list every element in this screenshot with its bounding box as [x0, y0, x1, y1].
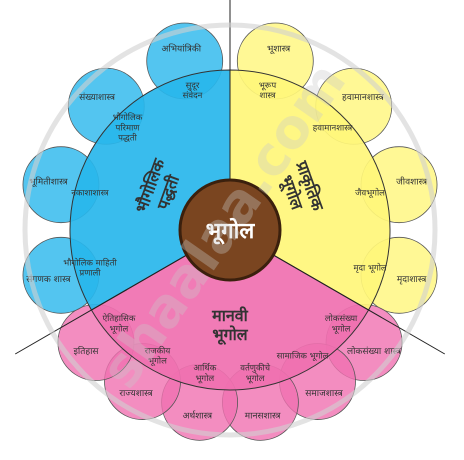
petal-inner-label-physical-0-line: भूरूप [259, 81, 277, 91]
petal-inner-label-techniques-2-line: परिमाण [116, 122, 141, 133]
petal-inner-label-human-5-line: भूगोल [110, 323, 129, 334]
petal-inner-label-techniques-1: नकाशाशास्त्र [71, 188, 109, 198]
sector-title-human: मानवीभूगोल [211, 306, 249, 345]
petal-inner-label-human-3-line: आर्थिक [193, 363, 216, 374]
petal-outer-label-techniques-0-line: संगणक शास्त्र [26, 274, 71, 285]
petal-outer-label-human-0: लोकसंख्या शास्त्र [347, 345, 402, 357]
petal-outer-label-human-0-line: लोकसंख्या शास्त्र [347, 345, 402, 357]
petal-outer-label-techniques-2-line: संख्याशास्त्र [79, 92, 116, 103]
petal-outer-label-physical-0: भूशास्त्र [267, 45, 291, 55]
petal-outer-label-human-1-line: समाजशास्त्र [305, 389, 343, 399]
petal-outer-label-human-3-line: अर्थशास्त्र [183, 409, 214, 421]
petal-outer-label-human-2: मानसशास्त्र [245, 411, 282, 421]
petal-outer-label-techniques-3: अभियांत्रिकी [162, 43, 202, 55]
center-label: भूगोल [206, 217, 256, 245]
petal-inner-label-physical-3: मृदा भूगोल [353, 263, 386, 274]
petal-outer-label-physical-3-line: मृदाशास्त्र [397, 275, 427, 285]
sector-title-human-line: मानवी [211, 306, 248, 325]
petal-inner-label-physical-1: हवामानशास्त्र [313, 123, 353, 133]
petal-outer-label-physical-2-line: जीवशास्त्र [396, 175, 428, 187]
petal-outer-label-techniques-1: भूमितीशास्त्र [29, 175, 68, 187]
petal-inner-label-techniques-0-line: प्रणाली [79, 268, 101, 279]
watermark-ring [22, 22, 438, 438]
labels-layer: प्राकृतिकभूगोलमानवीभूगोलभौगोलिकपद्धतीभूश… [26, 43, 428, 422]
petal-outer-label-physical-1: हवामानशास्त्र [342, 93, 385, 103]
petal-inner-label-techniques-3-line: सुदूर [186, 81, 200, 91]
petal-inner-label-techniques-1-line: नकाशाशास्त्र [71, 188, 109, 198]
petal-inner-label-human-1: सामाजिक भूगोल [277, 351, 329, 362]
petal-inner-label-human-0-line: भूगोल [332, 323, 351, 334]
petal-outer-label-techniques-1-line: भूमितीशास्त्र [29, 175, 68, 187]
petal-outer-label-physical-2: जीवशास्त्र [396, 175, 428, 187]
petal-inner-label-techniques-3-line: संवेदन [183, 90, 203, 101]
petal-outer-label-techniques-0: संगणक शास्त्र [26, 274, 71, 285]
petal-outer-label-human-5-line: इतिहास [73, 345, 99, 357]
petal-outer-label-physical-3: मृदाशास्त्र [397, 275, 427, 285]
petal-outer-label-human-1: समाजशास्त्र [305, 389, 343, 399]
sector-title-techniques: भौगोलिकपद्धती [132, 156, 187, 222]
center-circle [178, 178, 282, 282]
sectors-layer [14, 0, 446, 391]
petal-inner-label-human-2: वर्तणुकीचेभूगोल [240, 363, 270, 384]
petal-inner-label-human-1-line: सामाजिक भूगोल [277, 351, 329, 362]
petal-inner-label-human-3-line: भूगोल [195, 373, 214, 384]
petal-inner-label-human-4-line: भूगोल [148, 356, 167, 367]
petal-outer-label-human-4: राज्यशास्त्र [119, 389, 153, 399]
petal-inner-label-physical-3-line: मृदा भूगोल [353, 263, 386, 274]
petal-inner-label-physical-2: जैवभूगोल [355, 187, 385, 198]
petal-inner-label-physical-0-line: शास्त्र [260, 91, 276, 101]
petal-outer-label-techniques-2: संख्याशास्त्र [79, 92, 116, 103]
petal-outer-label-physical-0-line: भूशास्त्र [267, 45, 291, 55]
petal-inner-label-human-0: लोकसंख्याभूगोल [325, 313, 358, 334]
petal-outer-label-techniques-3-line: अभियांत्रिकी [162, 43, 202, 55]
petal-inner-label-techniques-0-line: भौगोलिक माहिती [63, 257, 117, 268]
petal-inner-label-human-2-line: भूगोल [246, 373, 265, 384]
petal-outer-label-human-2-line: मानसशास्त्र [245, 411, 282, 421]
petal-inner-label-techniques-2-line: भौगोलिक [113, 112, 143, 123]
petal-inner-label-physical-1-line: हवामानशास्त्र [313, 123, 353, 133]
petal-inner-label-human-2-line: वर्तणुकीचे [240, 363, 270, 374]
petal-outer-label-physical-1-line: हवामानशास्त्र [342, 93, 385, 103]
petal-inner-label-human-5-line: ऐतिहासिक [102, 313, 135, 324]
petal-outer-label-human-4-line: राज्यशास्त्र [119, 389, 153, 399]
petal-inner-label-techniques-0: भौगोलिक माहितीप्रणाली [63, 257, 117, 278]
petal-outer-label-human-3: अर्थशास्त्र [183, 409, 214, 421]
petal-outer-label-human-5: इतिहास [73, 345, 99, 357]
petal-inner-label-physical-2-line: जैवभूगोल [355, 187, 385, 198]
petal-inner-label-techniques-2-line: पद्धती [118, 133, 137, 144]
petal-inner-label-human-0-line: लोकसंख्या [325, 313, 358, 324]
petal-inner-label-human-4-line: राजकीय [145, 345, 172, 356]
sector-title-human-line: भूगोल [212, 325, 248, 345]
